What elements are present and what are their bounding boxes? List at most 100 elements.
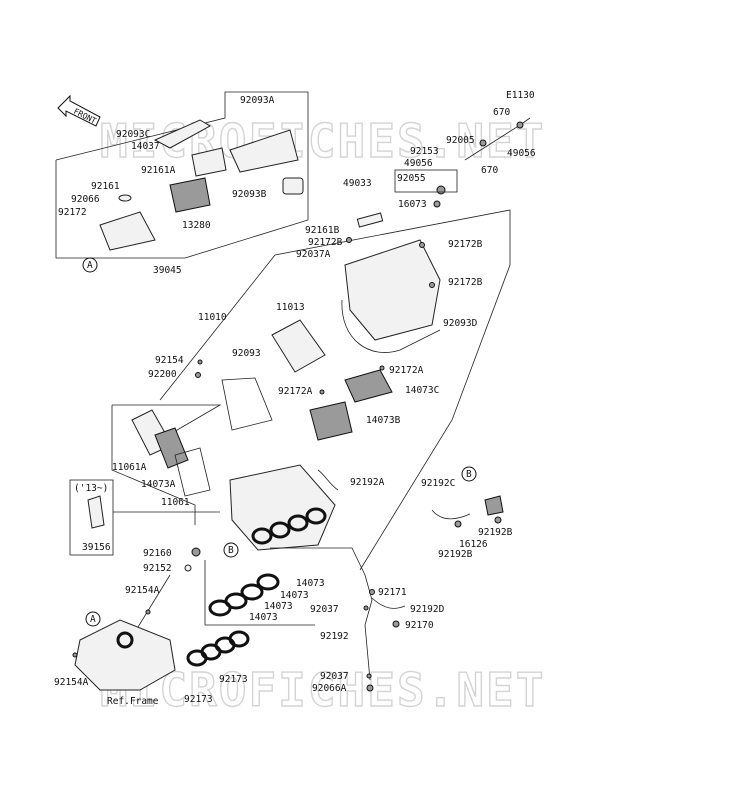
pn-49056-left: 49056 <box>404 158 433 169</box>
pn-14073-b: 14073 <box>280 590 309 601</box>
pn-92171: 92171 <box>378 587 407 598</box>
pn-92093B: 92093B <box>232 189 267 200</box>
note-box <box>69 479 114 556</box>
pn-14037: 14037 <box>131 141 160 152</box>
pn-92172B-b: 92172B <box>448 239 483 250</box>
pn-49033: 49033 <box>343 178 372 189</box>
callout-b-left: B <box>223 542 239 558</box>
pn-13280: 13280 <box>182 220 211 231</box>
gasket-92093-part <box>221 377 273 431</box>
callout-b-right: B <box>461 466 477 482</box>
pn-92066A: 92066A <box>312 683 347 694</box>
pn-92173-a: 92173 <box>219 674 248 685</box>
lower-duct-part <box>74 619 176 691</box>
pn-92154A-a: 92154A <box>125 585 160 596</box>
pn-14073B: 14073B <box>366 415 401 426</box>
hose-92192C-part <box>431 509 471 520</box>
air-cleaner-lid-part <box>229 129 299 173</box>
pn-92037-a: 92037 <box>310 604 339 615</box>
pn-14073A: 14073A <box>141 479 176 490</box>
pn-92172B-a: 92172B <box>308 237 343 248</box>
air-cleaner-lid-group <box>55 91 309 259</box>
callout-a-top: A <box>82 257 98 273</box>
watermark-bottom: MICROFICHES.NET <box>100 663 545 717</box>
pn-92005: 92005 <box>446 135 475 146</box>
pn-92172A-b: 92172A <box>278 386 313 397</box>
sensor-16126-part <box>484 495 504 516</box>
label-39156-part <box>87 495 105 529</box>
diagram-code: E1130 <box>506 90 535 101</box>
svg-text:A: A <box>90 614 96 625</box>
pn-92192B-b: 92192B <box>438 549 473 560</box>
pad-part <box>356 212 384 228</box>
pn-92192: 92192 <box>320 631 349 642</box>
main-group-outline <box>159 209 511 571</box>
pn-11061A: 11061A <box>112 462 147 473</box>
pn-92160: 92160 <box>143 548 172 559</box>
upper-housing-part <box>344 239 441 341</box>
pn-670-bottom: 670 <box>481 165 498 176</box>
svg-text:A: A <box>87 260 93 271</box>
pn-92093A: 92093A <box>240 95 275 106</box>
pn-92172-top: 92172 <box>58 207 87 218</box>
intake-rings-14073 <box>208 573 280 617</box>
lid-base-part <box>99 211 156 251</box>
pn-92093: 92093 <box>232 348 261 359</box>
pn-92154: 92154 <box>155 355 184 366</box>
pn-11013: 11013 <box>276 302 305 313</box>
hose-92192D-part <box>371 597 406 609</box>
pn-92161B: 92161B <box>305 225 340 236</box>
pn-92154A-b: 92154A <box>54 677 89 688</box>
pn-92093C: 92093C <box>116 129 150 140</box>
pn-92161: 92161 <box>91 181 120 192</box>
pn-14073-d: 14073 <box>249 612 278 623</box>
gasket-part <box>282 177 304 195</box>
pn-92153: 92153 <box>410 146 439 157</box>
pn-92066: 92066 <box>71 194 100 205</box>
pn-11010: 11010 <box>198 312 227 323</box>
clamp-rings-92173 <box>186 630 250 667</box>
svg-text:B: B <box>228 545 234 556</box>
svg-text:B: B <box>466 469 472 480</box>
pn-92173-b: 92173 <box>184 694 213 705</box>
filter-pad-part <box>191 147 227 177</box>
air-box-part <box>229 464 336 551</box>
cap-part <box>118 194 132 202</box>
upper-housing-group <box>341 212 441 353</box>
pn-92192A: 92192A <box>350 477 385 488</box>
pn-92152: 92152 <box>143 563 172 574</box>
front-arrow-icon: FRONT <box>57 94 101 127</box>
ref-frame-label: Ref.Frame <box>107 696 159 707</box>
vacuum-hose-group <box>394 117 531 208</box>
pn-14073-c: 14073 <box>264 601 293 612</box>
pn-92161A: 92161A <box>141 165 176 176</box>
pn-92200: 92200 <box>148 369 177 380</box>
pn-92192C: 92192C <box>421 478 455 489</box>
pn-39045: 39045 <box>153 265 182 276</box>
pn-92055: 92055 <box>397 173 426 184</box>
pn-14073-a: 14073 <box>296 578 325 589</box>
note-years: ('13~) <box>74 483 108 494</box>
filter-element-part <box>271 319 326 373</box>
pn-16126: 16126 <box>459 539 488 550</box>
pn-92037A: 92037A <box>296 249 331 260</box>
hose-92192A-part <box>317 469 339 491</box>
drain-hose-92192-part <box>270 547 373 681</box>
pn-92172B-c: 92172B <box>448 277 483 288</box>
duct-cover-part <box>153 119 212 149</box>
pn-14073C: 14073C <box>405 385 439 396</box>
pn-11061: 11061 <box>161 497 190 508</box>
pn-92192B-a: 92192B <box>478 527 513 538</box>
pn-92172A-a: 92172A <box>389 365 424 376</box>
callout-a-bottom: A <box>85 611 101 627</box>
pn-39156: 39156 <box>82 542 111 553</box>
pn-670-top: 670 <box>493 107 510 118</box>
pn-92093D: 92093D <box>443 318 478 329</box>
pn-92037-b: 92037 <box>320 671 349 682</box>
pn-16073: 16073 <box>398 199 427 210</box>
intake-duct-group <box>309 365 393 441</box>
pn-92192D: 92192D <box>410 604 445 615</box>
pn-92170: 92170 <box>405 620 434 631</box>
pn-49056-right: 49056 <box>507 148 536 159</box>
